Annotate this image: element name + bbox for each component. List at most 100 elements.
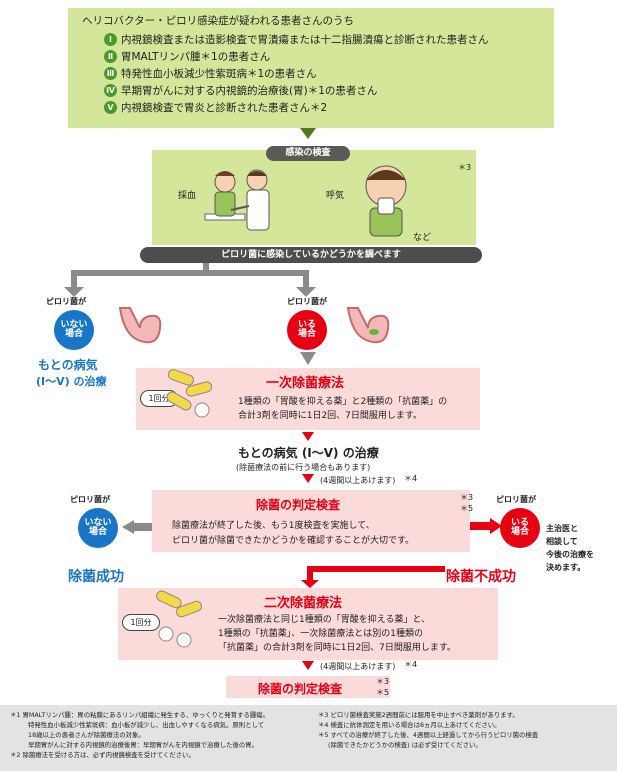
check-infection-bar: ピロリ菌に感染しているかどうかを調べます (140, 247, 482, 263)
wait-period-2: (4週間以上あけます) (320, 662, 396, 671)
success-circle-line1: いない (84, 517, 112, 528)
criteria-item: Ⅴ 内視鏡検査で胃炎と診断された患者さん＊2 (104, 99, 489, 116)
judgment-2-note2: ＊5 (376, 688, 390, 697)
criteria-text: 早期胃がんに対する内視鏡的治療後(胃)＊1の患者さん (121, 85, 378, 97)
original-treatment-sub: (除菌療法の前に行う場合もあります) (236, 463, 371, 472)
footnote-1-line3: 18歳以上の患者さんが除菌療法の対象。 (28, 731, 145, 739)
footnote-5-line1: ＊5 すべての治療が終了した後、4週間以上経過してから行うピロリ菌の検査 (318, 731, 539, 739)
roman-numeral-1: Ⅰ (104, 33, 117, 46)
failure-circle-line2: 場合 (510, 527, 529, 537)
patient-criteria-heading: ヘリコバクター・ピロリ感染症が疑われる患者さんのうち (82, 15, 355, 27)
infection-test-box (152, 150, 476, 245)
success-top: ピロリ菌が (70, 495, 110, 504)
wait-period-1: (4週間以上あけます) (320, 476, 396, 485)
wait-period-2-note: ＊4 (404, 660, 418, 669)
blood-test-label: 採血 (178, 191, 197, 201)
positive-circle-line1: いる (297, 319, 316, 330)
failure-side-line3: 今後の治療を (546, 550, 594, 559)
second-treatment-desc1: 一次除菌療法と同じ1種類の「胃酸を抑える薬」と、 (218, 615, 431, 625)
infected-stomach-icon (346, 307, 390, 344)
success-circle-line2: 場合 (88, 527, 107, 537)
criteria-item: Ⅳ 早期胃がんに対する内視鏡的治療後(胃)＊1の患者さん (104, 82, 489, 99)
footnote-4: ＊4 検査に抗体測定を用いる場合は6ヵ月以上あけてください。 (318, 721, 501, 729)
judgment-1-desc2: ピロリ菌が除菌できたかどうかを確認することが大切です。 (172, 536, 415, 546)
footnote-1-line1: ＊1 胃MALTリンパ腫：胃の粘膜にあるリンパ組織に発生する、ゆっくりと発育する… (10, 711, 270, 719)
negative-circle-line2: 場合 (64, 329, 83, 339)
arrow-left-icon (122, 520, 152, 534)
criteria-item: Ⅰ 内視鏡検査または造影検査で胃潰瘍または十二指腸潰瘍と診断された患者さん (104, 31, 489, 48)
failure-side-line2: 相談して (546, 537, 578, 546)
failure-label: 除菌不成功 (446, 569, 516, 585)
judgment-box-2 (226, 676, 390, 698)
arrow-right-icon (470, 518, 502, 534)
pills-illustration (166, 369, 213, 418)
failure-top: ピロリ菌が (496, 495, 536, 504)
stomach-icon (118, 307, 162, 344)
branch-arrows (64, 263, 316, 297)
failure-side-text: 主治医と 相談して 今後の治療を 決めます。 (546, 522, 594, 574)
negative-branch-top: ピロリ菌が (46, 297, 86, 306)
positive-branch-top: ピロリ菌が (287, 297, 327, 306)
arrow-down-icon (302, 474, 314, 483)
patient-criteria-box: ヘリコバクター・ピロリ感染症が疑われる患者さんのうち Ⅰ 内視鏡検査または造影検査… (68, 8, 554, 128)
roman-numeral-4: Ⅳ (104, 84, 117, 97)
judgment-1-title: 除菌の判定検査 (256, 498, 341, 512)
second-treatment-title: 二次除菌療法 (264, 596, 343, 611)
breath-test-illustration (365, 165, 407, 237)
positive-circle-line2: 場合 (297, 329, 316, 339)
first-treatment-desc1: 1種類の「胃酸を抑える薬」と2種類の「抗菌薬」の (238, 397, 448, 407)
judgment-1-note1: ＊3 (460, 493, 474, 502)
failure-circle-line1: いる (510, 517, 529, 528)
patient-criteria-list: Ⅰ 内視鏡検査または造影検査で胃潰瘍または十二指腸潰瘍と診断された患者さん Ⅱ 胃M… (104, 31, 489, 116)
original-treatment-title: もとの病気 (Ⅰ〜Ⅴ) の治療 (238, 446, 379, 460)
negative-result-line2: (Ⅰ〜Ⅴ) の治療 (36, 375, 107, 388)
judgment-2-title: 除菌の判定検査 (258, 682, 343, 696)
roman-numeral-5: Ⅴ (104, 101, 117, 114)
success-label: 除菌成功 (68, 569, 124, 585)
judgment-2-note1: ＊3 (376, 677, 390, 686)
criteria-text: 内視鏡検査で胃炎と診断された患者さん＊2 (121, 102, 328, 114)
failure-side-line1: 主治医と (546, 524, 578, 533)
second-treatment-desc3: 「抗菌薬」の合計3剤を同時に1日2回、7日間服用します。 (218, 643, 457, 653)
second-dose-label: 1回分 (122, 614, 160, 631)
arrow-down-icon (302, 432, 314, 441)
footnote-3: ＊3 ピロリ菌検査実施2週間前には服用を中止すべき薬剤があります。 (318, 711, 519, 719)
negative-result-line1: もとの病気 (38, 358, 98, 372)
success-circle: いない 場合 (78, 508, 118, 548)
footnotes-panel (0, 705, 617, 771)
second-treatment-box (118, 588, 498, 660)
wait-period-1-note: ＊4 (404, 474, 418, 483)
blood-draw-illustration (204, 169, 270, 231)
footnote-1-line2: 特発性血小板減少性紫斑病：血小板が減少し、出血しやすくなる病気。原則として (28, 721, 265, 729)
breath-test-label: 呼気 (326, 191, 345, 201)
arrow-down-icon (300, 352, 316, 365)
negative-circle: いない 場合 (54, 310, 94, 350)
footnote-5-line2: (除菌できたかどうかの検査) は必ず受けてください。 (328, 741, 482, 749)
criteria-text: 内視鏡検査または造影検査で胃潰瘍または十二指腸潰瘍と診断された患者さん (121, 34, 489, 46)
criteria-text: 胃MALTリンパ腫＊1の患者さん (121, 51, 271, 63)
roman-numeral-3: Ⅲ (104, 67, 117, 80)
footnotes-left: ＊1 胃MALTリンパ腫：胃の粘膜にあるリンパ組織に発生する、ゆっくりと発育する… (10, 710, 310, 760)
positive-circle: いる 場合 (287, 310, 327, 350)
arrow-down-icon (302, 661, 314, 670)
first-treatment-desc2: 合計3剤を同時に1日2回、7日間服用します。 (238, 411, 423, 421)
footnotes-right: ＊3 ピロリ菌検査実施2週間前には服用を中止すべき薬剤があります。 ＊4 検査に… (318, 710, 610, 750)
return-arrow (301, 566, 445, 588)
infection-test-note: ＊3 (458, 163, 472, 172)
criteria-text: 特発性血小板減少性紫斑病＊1の患者さん (121, 68, 317, 80)
arrow-down-icon (300, 128, 316, 139)
negative-circle-line1: いない (60, 319, 88, 330)
infection-test-label: 感染の検査 (266, 146, 350, 161)
failure-circle: いる 場合 (500, 508, 540, 548)
criteria-item: Ⅱ 胃MALTリンパ腫＊1の患者さん (104, 48, 489, 65)
footnote-1-line4: 早期胃がんに対する内視鏡的治療後胃：早期胃がんを内視鏡で治療した後の胃。 (28, 741, 259, 749)
pills-illustration (156, 590, 203, 648)
etc-label: など (413, 233, 432, 243)
failure-side-line4: 決めます。 (546, 563, 586, 572)
criteria-item: Ⅲ 特発性血小板減少性紫斑病＊1の患者さん (104, 65, 489, 82)
judgment-box-1 (152, 490, 470, 552)
roman-numeral-2: Ⅱ (104, 50, 117, 63)
footnote-2: ＊2 除菌療法を受ける方は、必ず内視鏡検査を受けてください。 (10, 751, 195, 759)
judgment-1-note2: ＊5 (460, 504, 474, 513)
first-treatment-title: 一次除菌療法 (266, 376, 345, 391)
